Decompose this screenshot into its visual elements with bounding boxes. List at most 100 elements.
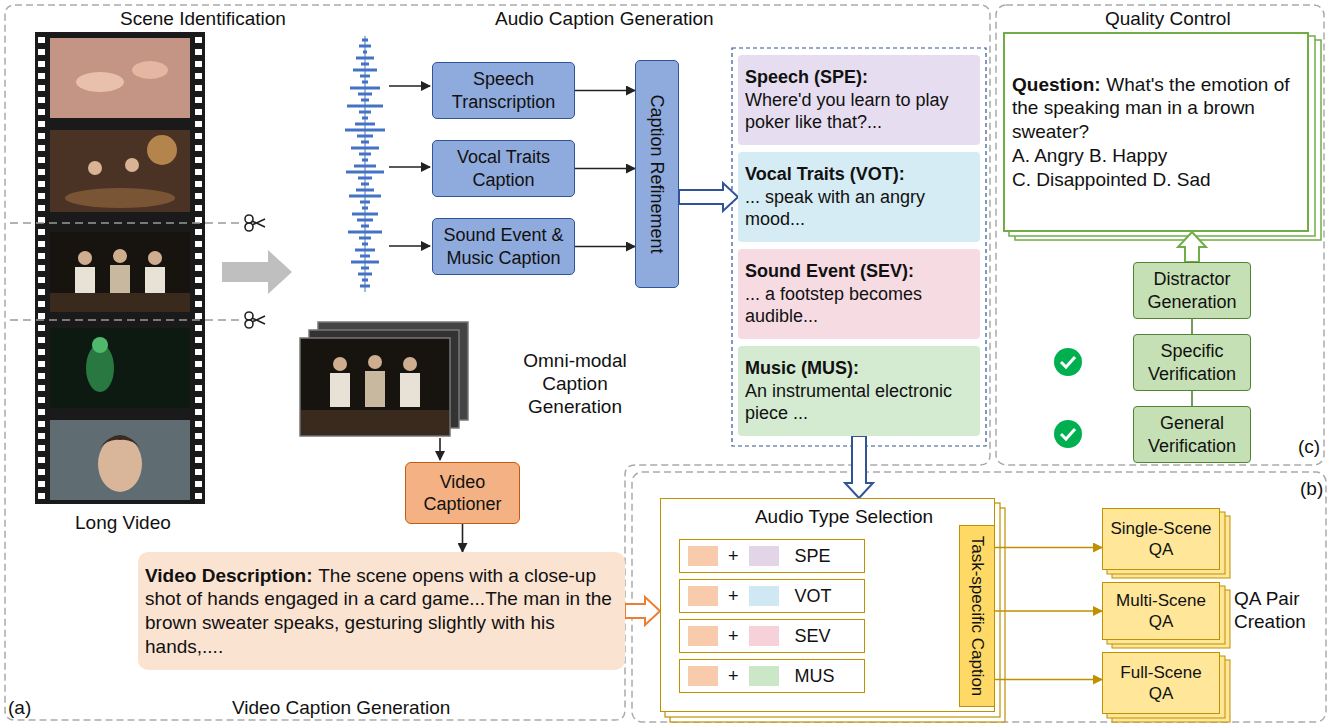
process-box: Vocal Traits Caption <box>432 140 575 197</box>
caption-group-outline <box>732 48 986 446</box>
caption-box: Vocal Traits (VOT):... speak with an ang… <box>738 152 980 242</box>
text-body: ... speak with an angry mood... <box>745 186 973 231</box>
text-body: Video Captioner <box>413 471 512 516</box>
color-swatch <box>688 626 718 646</box>
audio-type-label: SEV <box>795 625 831 648</box>
text-body: Where'd you learn to play poker like tha… <box>745 89 973 134</box>
text-heading: Speech (SPE): <box>745 66 973 89</box>
process-box: Distractor Generation <box>1133 262 1251 319</box>
text-body: C. Disappointed D. Sad <box>1012 168 1300 192</box>
scissors-icon <box>245 312 265 328</box>
connector-arrow <box>462 524 464 552</box>
text-group: Video Description:The scene opens with a… <box>145 564 618 659</box>
section-label: Omni-modal Caption Generation <box>500 350 650 418</box>
cut-line <box>10 319 240 321</box>
waveform-arrow <box>389 166 430 168</box>
cut-line <box>10 222 240 224</box>
audio-type-row: + MUS <box>679 659 865 693</box>
connector-arrow <box>575 90 635 92</box>
text-heading: Music (MUS): <box>745 357 973 380</box>
rotated-label: Caption Refinement <box>646 64 669 284</box>
qa-box: Single-Scene QA <box>1102 508 1220 570</box>
section-label: Scene Identification <box>120 8 286 31</box>
text-body: A. Angry B. Happy <box>1012 144 1300 168</box>
section-label: (b) <box>1300 478 1323 501</box>
connector-arrow <box>995 547 1102 549</box>
panel-b-outline <box>632 472 1326 722</box>
scissors-icon <box>245 215 265 231</box>
qa-box: Multi-Scene QA <box>1102 582 1220 640</box>
text-group: Question:What's the emotion of the speak… <box>1012 73 1300 144</box>
connector-arrow <box>1191 319 1193 334</box>
audio-type-label: VOT <box>795 585 832 608</box>
color-swatch <box>749 666 779 686</box>
color-swatch <box>749 586 779 606</box>
process-box: General Verification <box>1133 406 1251 463</box>
color-swatch <box>749 546 779 566</box>
connector-arrow <box>575 168 635 170</box>
audio-type-label: MUS <box>795 665 835 688</box>
selection-panel: Audio Type Selection +SPE + VOT + SEV + MUS Task… <box>660 498 995 712</box>
flow-arrow <box>679 183 738 211</box>
connector-arrow <box>995 610 1102 612</box>
split-arrow <box>222 250 292 294</box>
section-label: Video Caption Generation <box>232 697 450 720</box>
task-caption-bar: Task-specific Caption <box>959 525 995 707</box>
text-heading: Vocal Traits (VOT): <box>745 163 973 186</box>
text-body: Distractor Generation <box>1141 268 1243 313</box>
text-body: Specific Verification <box>1141 340 1243 385</box>
waveform-arrow <box>389 85 430 87</box>
flow-arrow <box>1178 232 1206 262</box>
qa-box: Full-Scene QA <box>1102 652 1220 714</box>
check-icon <box>1054 420 1082 448</box>
waveform-arrow <box>389 245 430 247</box>
text-body: An instrumental electronic piece ... <box>745 380 973 425</box>
refinement-bar: Caption Refinement <box>635 60 679 288</box>
audio-type-row: +SPE <box>679 539 865 573</box>
process-box: Speech Transcription <box>432 62 575 119</box>
film-strip <box>35 32 205 504</box>
color-swatch <box>688 546 718 566</box>
flow-arrow <box>625 597 660 625</box>
text-heading: Question: <box>1012 74 1101 95</box>
plus-sign: + <box>728 625 739 648</box>
plus-sign: + <box>728 585 739 608</box>
panel-c-outline <box>996 5 1324 465</box>
color-swatch <box>688 586 718 606</box>
question-card: Question:What's the emotion of the speak… <box>1003 32 1309 232</box>
section-label: (a) <box>8 697 31 720</box>
text-heading: Video Description: <box>145 565 313 586</box>
text-body: ... a footstep becomes audible... <box>745 283 973 328</box>
text-body: Single-Scene QA <box>1110 518 1212 561</box>
plus-sign: + <box>728 665 739 688</box>
text-body: Speech Transcription <box>440 68 567 113</box>
text-body: Full-Scene QA <box>1110 662 1212 705</box>
caption-box: Music (MUS):An instrumental electronic p… <box>738 346 980 436</box>
captioner-box: Video Captioner <box>405 462 520 524</box>
panel-a-outline <box>5 5 990 720</box>
process-box: Sound Event & Music Caption <box>432 218 575 275</box>
section-label: Quality Control <box>1105 8 1231 31</box>
text-body: Vocal Traits Caption <box>440 146 567 191</box>
rotated-label: Task-specific Caption <box>966 529 987 703</box>
section-label: QA Pair Creation <box>1234 588 1326 634</box>
caption-box: Sound Event (SEV):... a footstep becomes… <box>738 249 980 339</box>
process-box: Specific Verification <box>1133 334 1251 391</box>
section-label: Long Video <box>75 512 171 535</box>
check-icon <box>1054 348 1082 376</box>
description-box: Video Description:The scene opens with a… <box>138 552 625 670</box>
audio-type-row: + SEV <box>679 619 865 653</box>
text-body: Audio Type Selection <box>701 505 987 529</box>
video-frame-stack <box>300 322 468 436</box>
section-label: Audio Caption Generation <box>495 8 714 31</box>
flow-arrow <box>845 436 873 498</box>
connector-arrow <box>1191 391 1193 406</box>
audio-type-row: + VOT <box>679 579 865 613</box>
color-swatch <box>749 626 779 646</box>
text-heading: Sound Event (SEV): <box>745 260 973 283</box>
audio-waveform <box>345 36 385 292</box>
text-body: General Verification <box>1141 412 1243 457</box>
frames-arrow <box>439 438 441 460</box>
text-body: Sound Event & Music Caption <box>440 224 567 269</box>
